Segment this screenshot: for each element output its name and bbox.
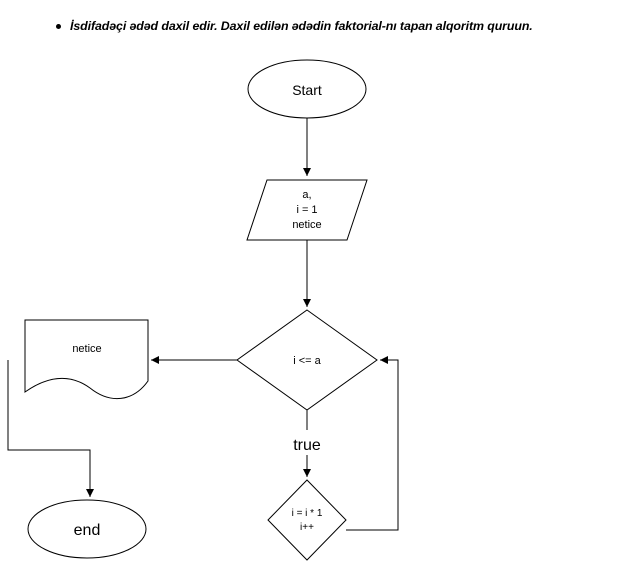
process-line-1: i = i * 1 <box>292 508 323 519</box>
input-line-1: a, <box>302 189 311 201</box>
process-line-2: i++ <box>300 522 314 533</box>
input-node: a, i = 1 netice <box>246 179 368 241</box>
output-label: netice <box>72 343 101 355</box>
process-node: i = i * 1 i++ <box>267 479 347 561</box>
end-label: end <box>74 522 101 539</box>
start-node: Start <box>247 59 367 119</box>
end-node: end <box>27 499 147 559</box>
decision-node: i <= a <box>236 309 378 411</box>
input-line-3: netice <box>292 219 321 231</box>
true-label: true <box>293 437 321 454</box>
decision-label: i <= a <box>293 355 321 367</box>
bullet-icon <box>56 23 61 29</box>
output-document-node: netice <box>24 319 149 400</box>
start-label: Start <box>292 82 322 98</box>
connector-output-to-end <box>7 360 94 497</box>
connector-loop-back <box>346 356 399 531</box>
input-line-2: i = 1 <box>296 204 317 216</box>
task-statement: İsdifadəçi ədəd daxil edir. Daxil edilən… <box>56 16 628 36</box>
task-text: İsdifadəçi ədəd daxil edir. Daxil edilən… <box>70 19 533 33</box>
